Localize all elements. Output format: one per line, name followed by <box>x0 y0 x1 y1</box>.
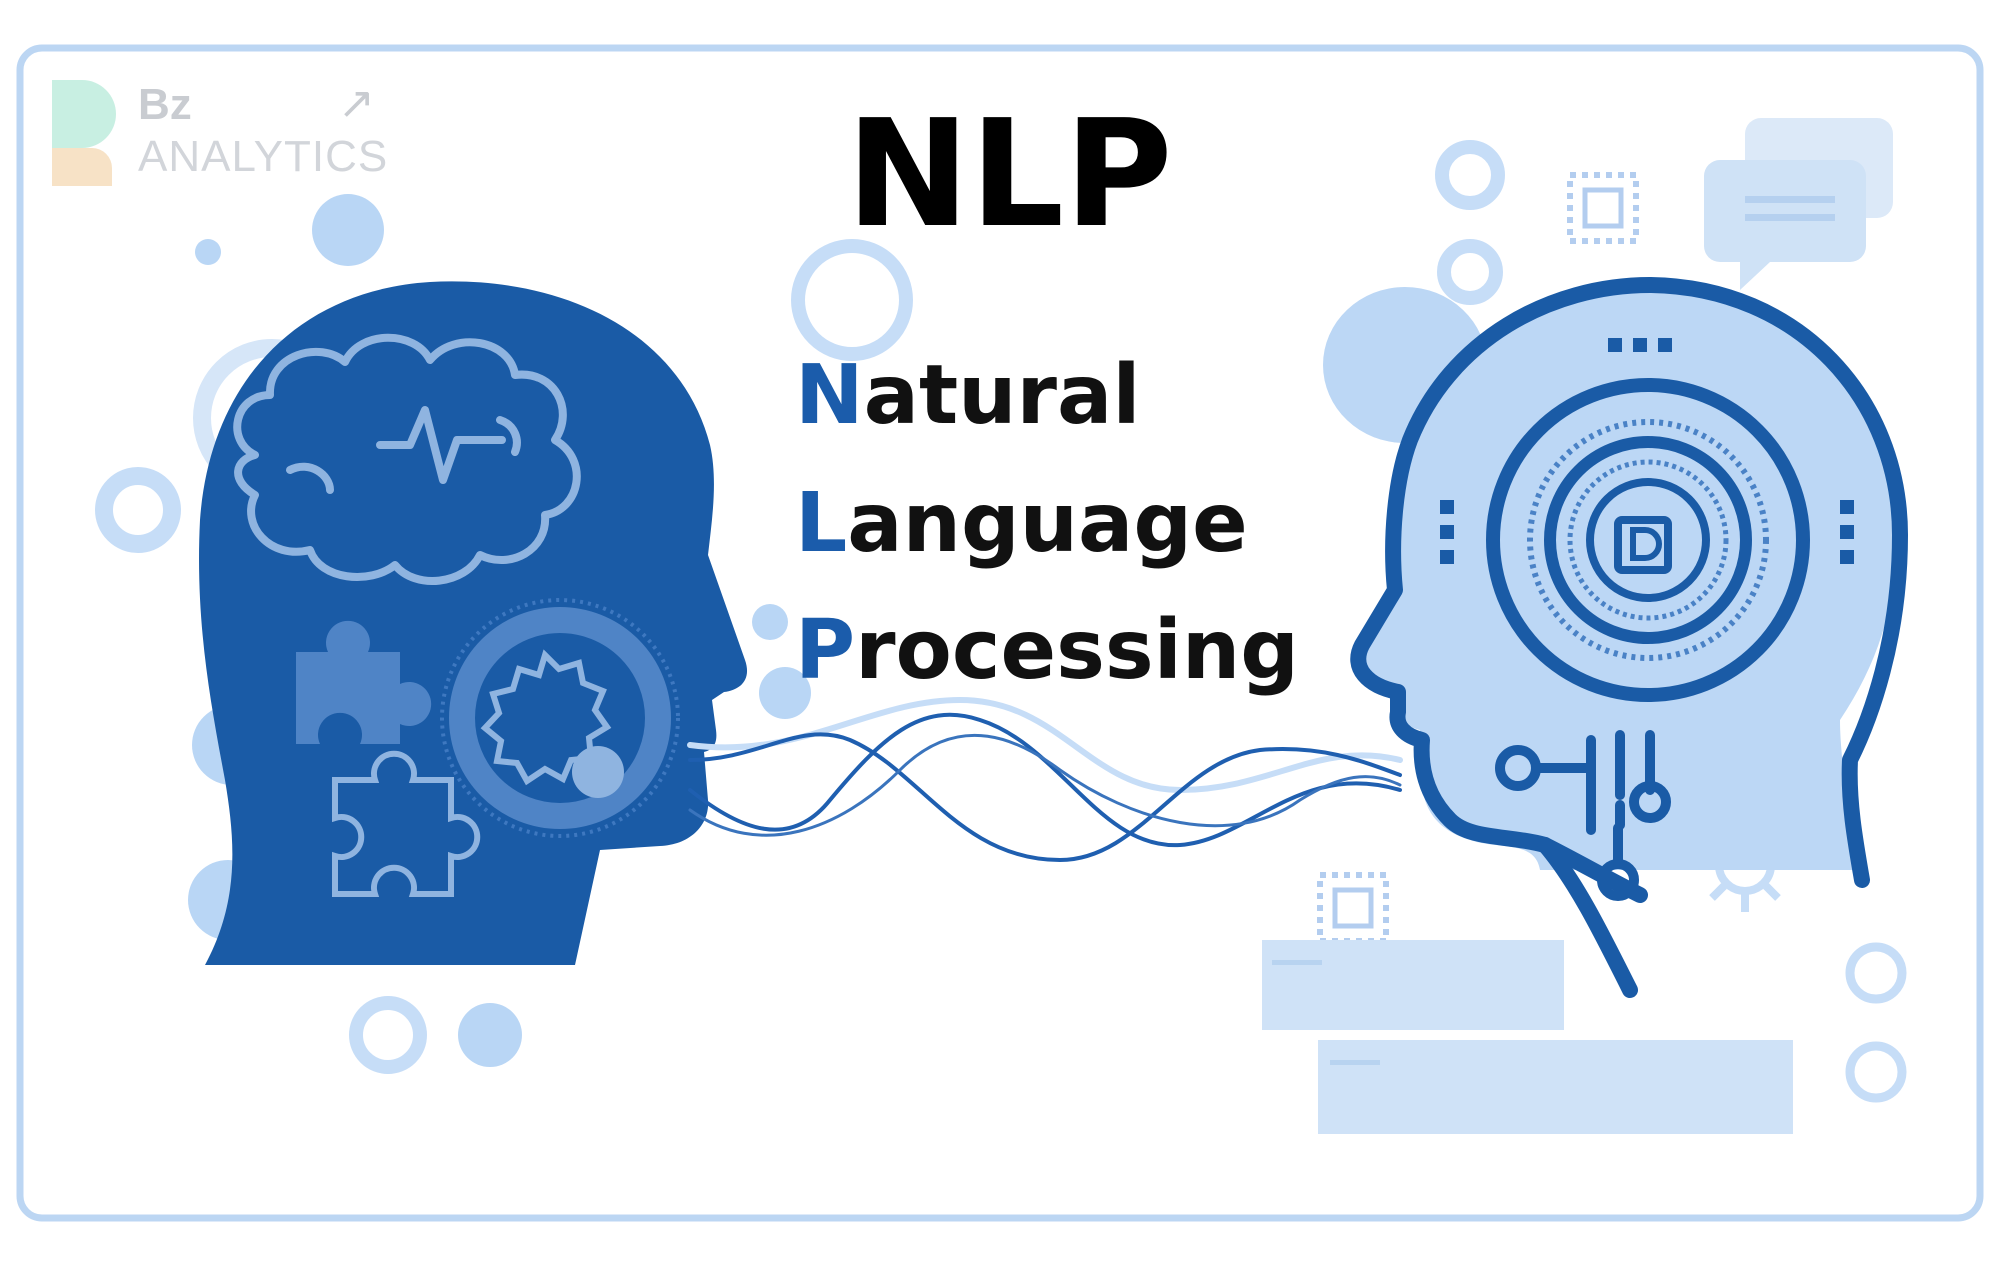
logo-mark-icon <box>52 80 116 186</box>
logo-name-bottom: ANALYTICS <box>138 132 389 181</box>
brand-logo: Bz ↗ ANALYTICS <box>50 78 410 193</box>
chip-icon <box>1567 172 1639 244</box>
panels <box>1262 940 1793 1134</box>
circuit-icon <box>1495 730 1671 901</box>
term-initial: P <box>795 603 856 698</box>
head-gear-icon <box>440 598 680 838</box>
puzzle-icon <box>296 620 432 744</box>
term-language: Language <box>795 483 1248 565</box>
chip-icon-lower <box>1317 872 1389 944</box>
term-rest: anguage <box>847 476 1248 571</box>
term-initial: L <box>795 476 848 571</box>
puzzle-outline-icon <box>332 750 481 897</box>
term-initial: N <box>795 348 864 443</box>
term-natural: Natural <box>795 355 1140 437</box>
term-rest: rocessing <box>855 603 1299 698</box>
sound-wave-icon <box>687 696 1403 863</box>
robot-head-icon <box>1350 277 1908 998</box>
page-title: NLP <box>846 88 1173 260</box>
term-rest: atural <box>863 348 1141 443</box>
human-head-icon <box>199 281 748 966</box>
chat-bubble-icon <box>1704 118 1893 290</box>
term-processing: Processing <box>795 610 1299 692</box>
logo-name-top: Bz <box>138 80 192 129</box>
arrow-icon: ↗ <box>338 78 375 129</box>
frame <box>16 44 1984 1222</box>
brain-icon <box>233 333 581 585</box>
